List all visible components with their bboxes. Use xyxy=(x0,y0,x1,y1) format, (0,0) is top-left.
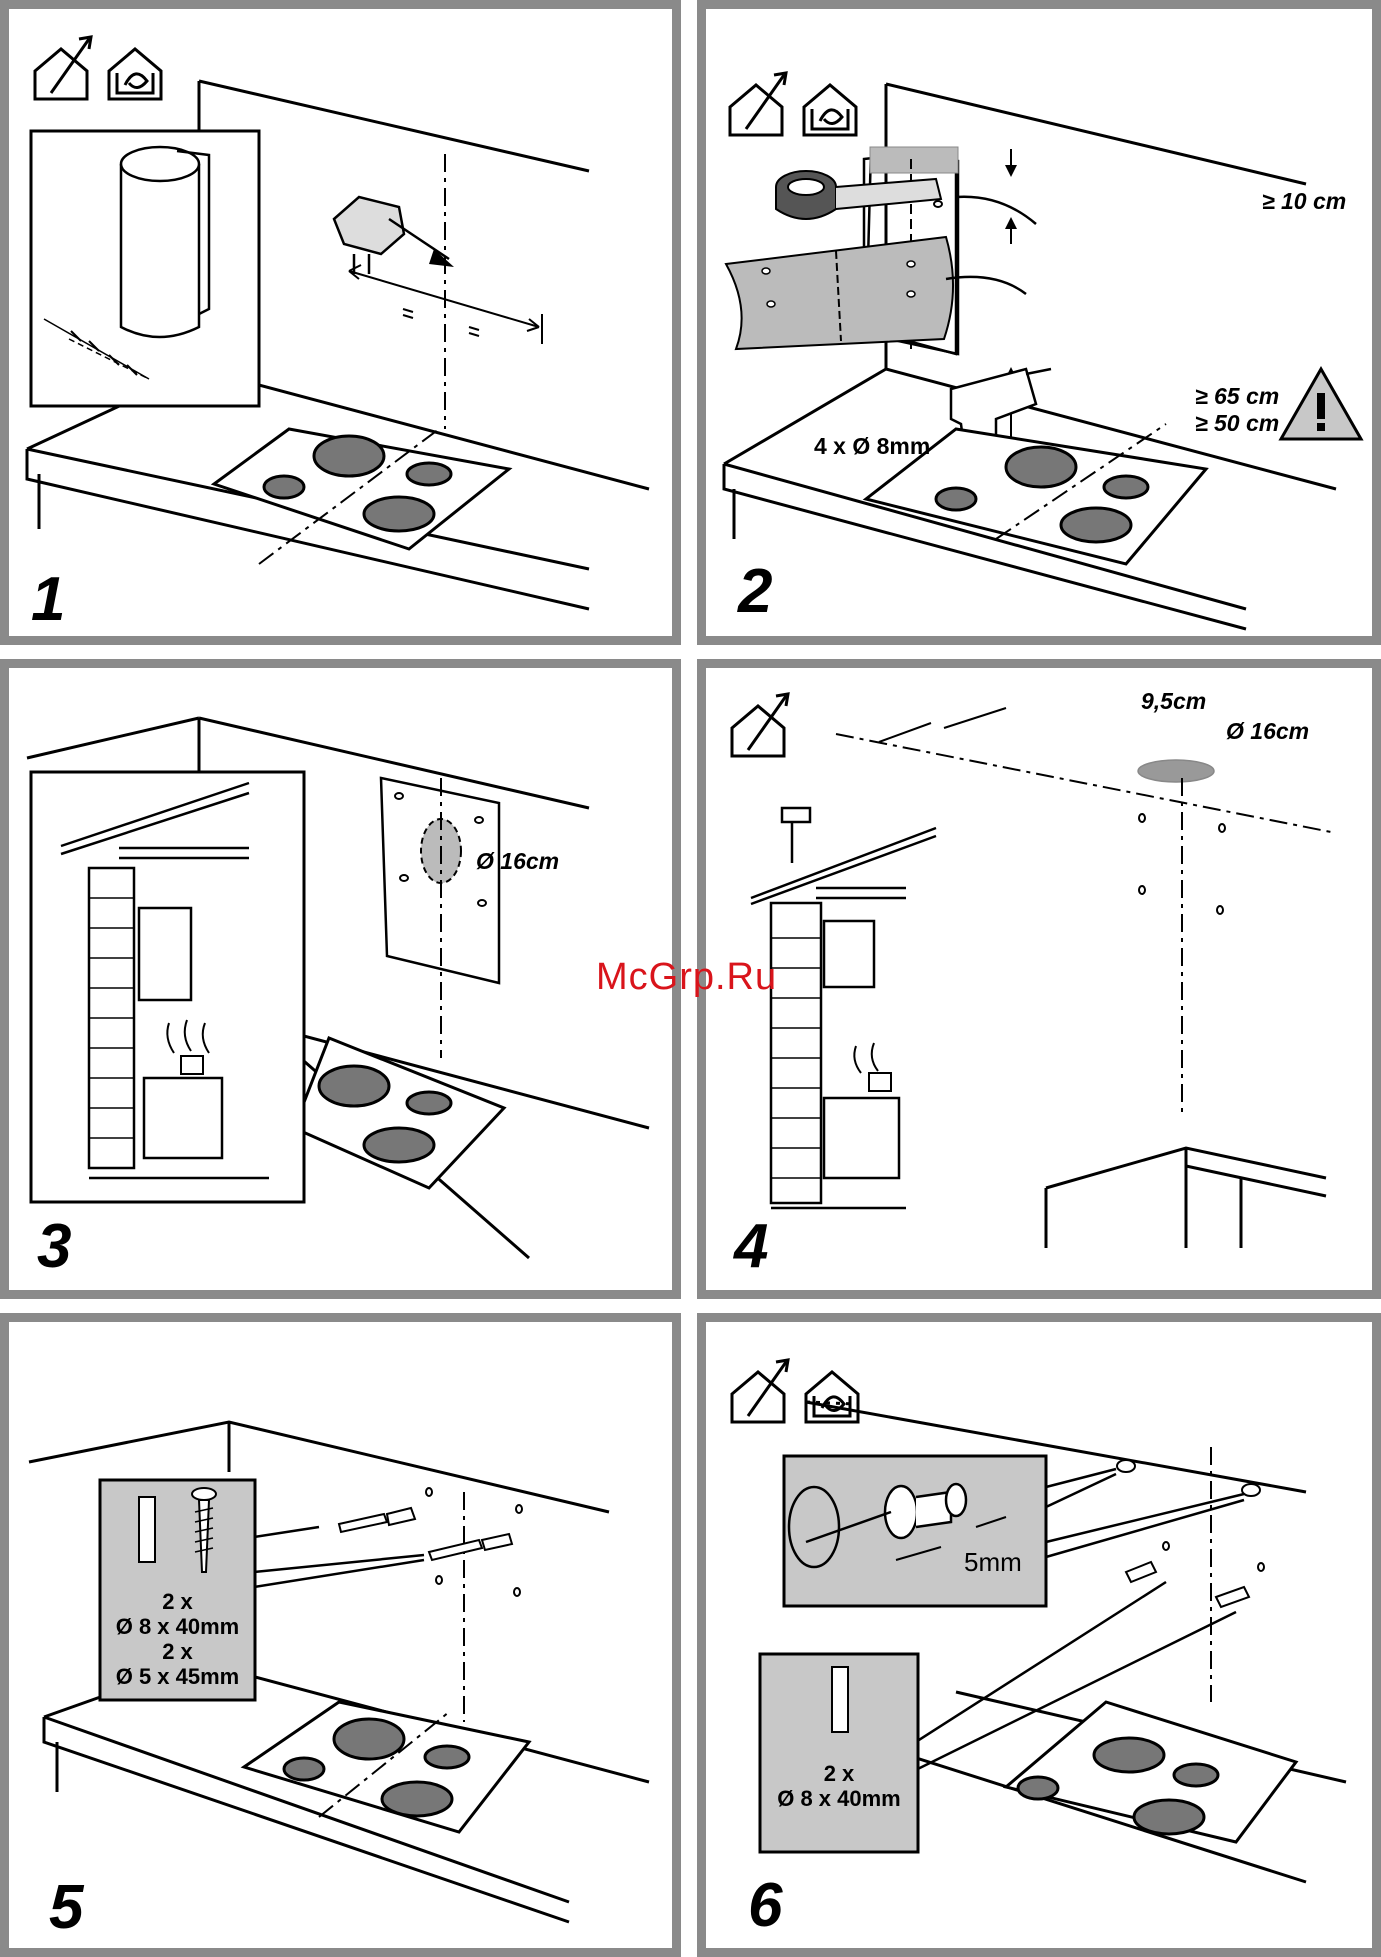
screw-spec-label: Ø 5 x 45mm xyxy=(100,1664,255,1689)
gas-hob-distance-label: ≥ 50 cm xyxy=(1195,412,1279,435)
step-2-panel: ≥ 10 cm ≥ 65 cm ≥ 50 cm 4 x Ø 8mm 2 xyxy=(697,0,1381,645)
step-6-panel: 5mm 2 x Ø 8 x 40mm 6 xyxy=(697,1313,1381,1957)
step-6-drawing xyxy=(706,1322,1381,1957)
step-5-panel: 2 x Ø 8 x 40mm 2 x Ø 5 x 45mm 5 xyxy=(0,1313,681,1957)
tape-gap-label: ≥ 10 cm xyxy=(1262,190,1346,213)
plug-spec-label: Ø 8 x 40mm xyxy=(100,1614,255,1639)
step-3-number: 3 xyxy=(37,1216,71,1278)
step-4-drawing xyxy=(706,668,1381,1299)
step-3-panel: Ø 16cm 3 xyxy=(0,659,681,1299)
offset-distance-label: 9,5cm xyxy=(1141,690,1206,713)
warning-icon xyxy=(1281,369,1361,439)
duct-hole-diameter-label: Ø 16cm xyxy=(1226,720,1309,743)
step-1-drawing xyxy=(9,9,681,645)
step-1-panel: 1 xyxy=(0,0,681,645)
plug-spec-label: Ø 8 x 40mm xyxy=(760,1786,918,1811)
ducted-mode-icon xyxy=(35,37,91,99)
plug-quantity-label: 2 x xyxy=(100,1589,255,1614)
step-2-number: 2 xyxy=(738,561,772,623)
step-1-number: 1 xyxy=(31,569,65,631)
step-6-number: 6 xyxy=(748,1875,782,1937)
step-3-drawing xyxy=(9,668,681,1299)
step-4-number: 4 xyxy=(734,1216,768,1278)
drill-size-label: 4 x Ø 8mm xyxy=(814,435,930,458)
hole-diameter-label: Ø 16cm xyxy=(476,850,559,873)
step-4-panel: 9,5cm Ø 16cm 4 xyxy=(697,659,1381,1299)
plug-quantity-label: 2 x xyxy=(760,1761,918,1786)
step-2-drawing xyxy=(706,9,1381,645)
watermark: McGrp.Ru xyxy=(596,956,777,999)
step-5-number: 5 xyxy=(49,1877,83,1939)
screw-quantity-label: 2 x xyxy=(100,1639,255,1664)
screw-gap-label: 5mm xyxy=(964,1547,1022,1578)
recirculation-mode-icon xyxy=(109,49,161,99)
electric-hob-distance-label: ≥ 65 cm xyxy=(1195,385,1279,408)
